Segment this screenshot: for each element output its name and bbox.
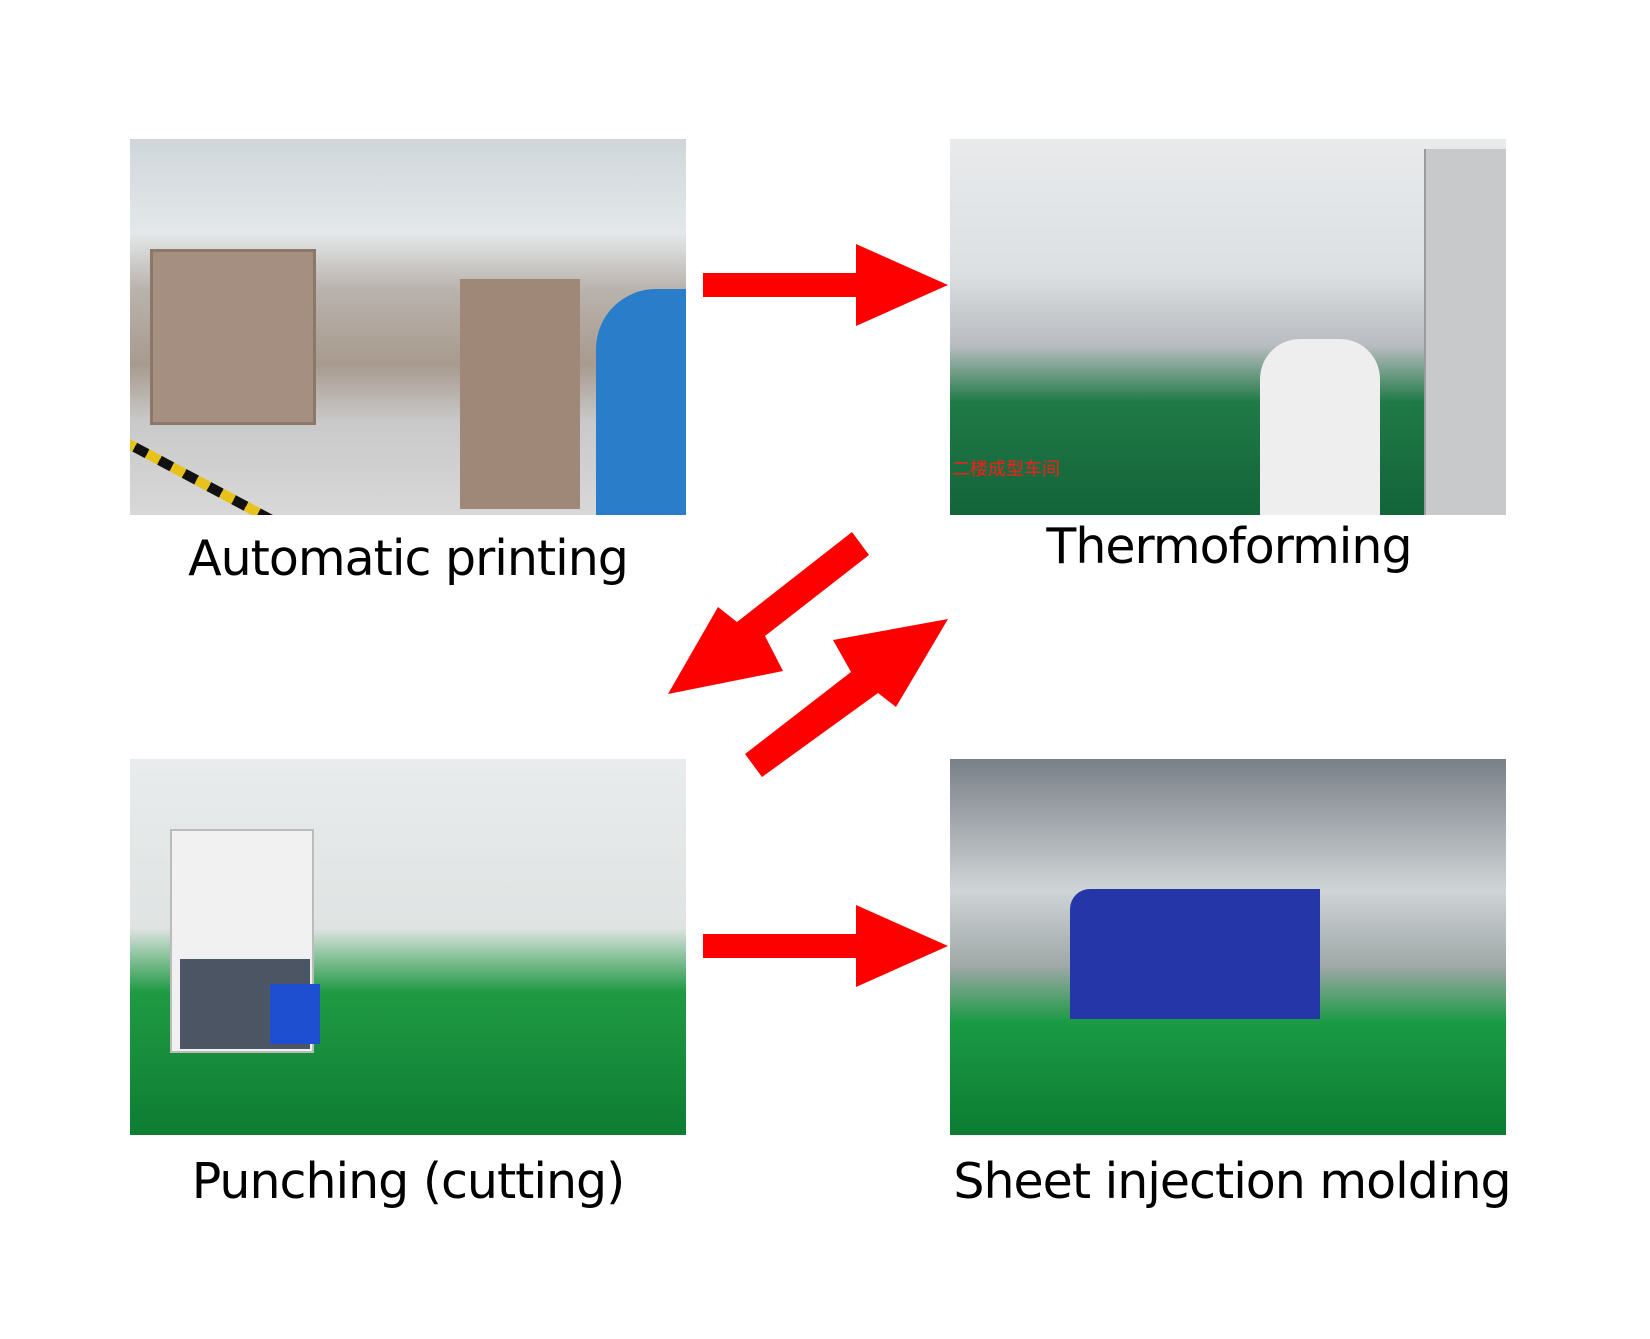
automatic-printing-photo — [130, 139, 686, 515]
label-sheet-injection-molding: Sheet injection molding — [953, 1153, 1511, 1210]
label-punching: Punching (cutting) — [191, 1153, 626, 1210]
photo-caption: 二楼成型车间 — [952, 459, 1060, 480]
arrow-right-top — [703, 244, 948, 326]
label-automatic-printing: Automatic printing — [188, 530, 629, 587]
arrow-down-left — [668, 532, 869, 694]
label-thermoforming: Thermoforming — [1046, 518, 1412, 575]
arrow-up-right — [745, 619, 948, 777]
sheet-injection-molding-photo — [950, 759, 1506, 1135]
punching-photo — [130, 759, 686, 1135]
thermoforming-photo: 二楼成型车间 — [950, 139, 1506, 515]
arrow-right-bottom — [703, 905, 948, 987]
